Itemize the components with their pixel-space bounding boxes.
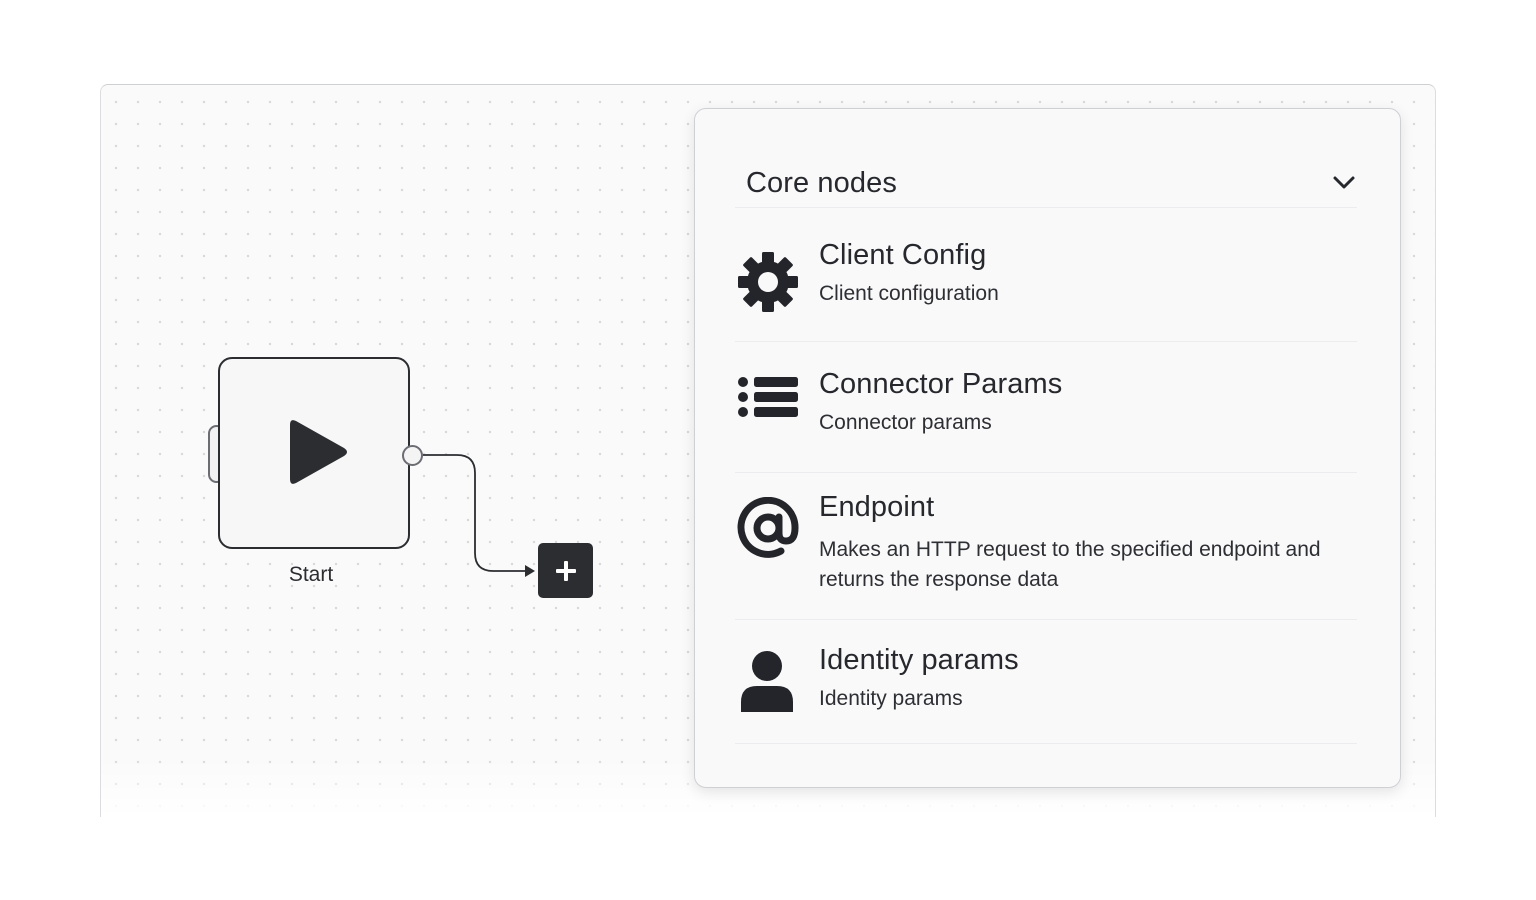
connection-edge	[423, 454, 535, 577]
node-description: Connector params	[819, 411, 992, 434]
start-node-label: Start	[288, 563, 334, 586]
node-title: Endpoint	[819, 491, 935, 523]
node-description: Identity params	[819, 687, 963, 710]
panel-title: Core nodes	[746, 166, 897, 199]
edge-arrowhead	[525, 565, 535, 577]
node-item-endpoint[interactable]: Endpoint Makes an HTTP request to the sp…	[735, 473, 1357, 620]
chevron-down-icon[interactable]	[1331, 170, 1357, 196]
play-icon	[290, 420, 347, 484]
node-title: Client Config	[819, 239, 987, 271]
add-node-button[interactable]	[538, 543, 593, 598]
start-node-output-handle[interactable]	[402, 445, 423, 466]
at-sign-icon	[737, 497, 799, 558]
node-title: Identity params	[819, 644, 1019, 676]
start-node[interactable]	[218, 357, 410, 549]
user-icon	[741, 651, 793, 712]
node-description: Makes an HTTP request to the specified e…	[819, 538, 1321, 591]
core-nodes-header[interactable]: Core nodes	[735, 159, 1357, 208]
node-title: Connector Params	[819, 368, 1063, 400]
list-icon	[738, 377, 798, 417]
node-item-connector-params[interactable]: Connector Params Connector params	[735, 342, 1357, 473]
gear-icon	[738, 252, 798, 312]
node-item-identity-params[interactable]: Identity params Identity params	[735, 620, 1357, 744]
node-description: Client configuration	[819, 282, 999, 305]
plus-icon	[555, 560, 576, 581]
node-item-client-config[interactable]: Client Config Client configuration	[735, 221, 1357, 342]
core-nodes-panel: Core nodes Client Config Client configur…	[694, 108, 1401, 788]
